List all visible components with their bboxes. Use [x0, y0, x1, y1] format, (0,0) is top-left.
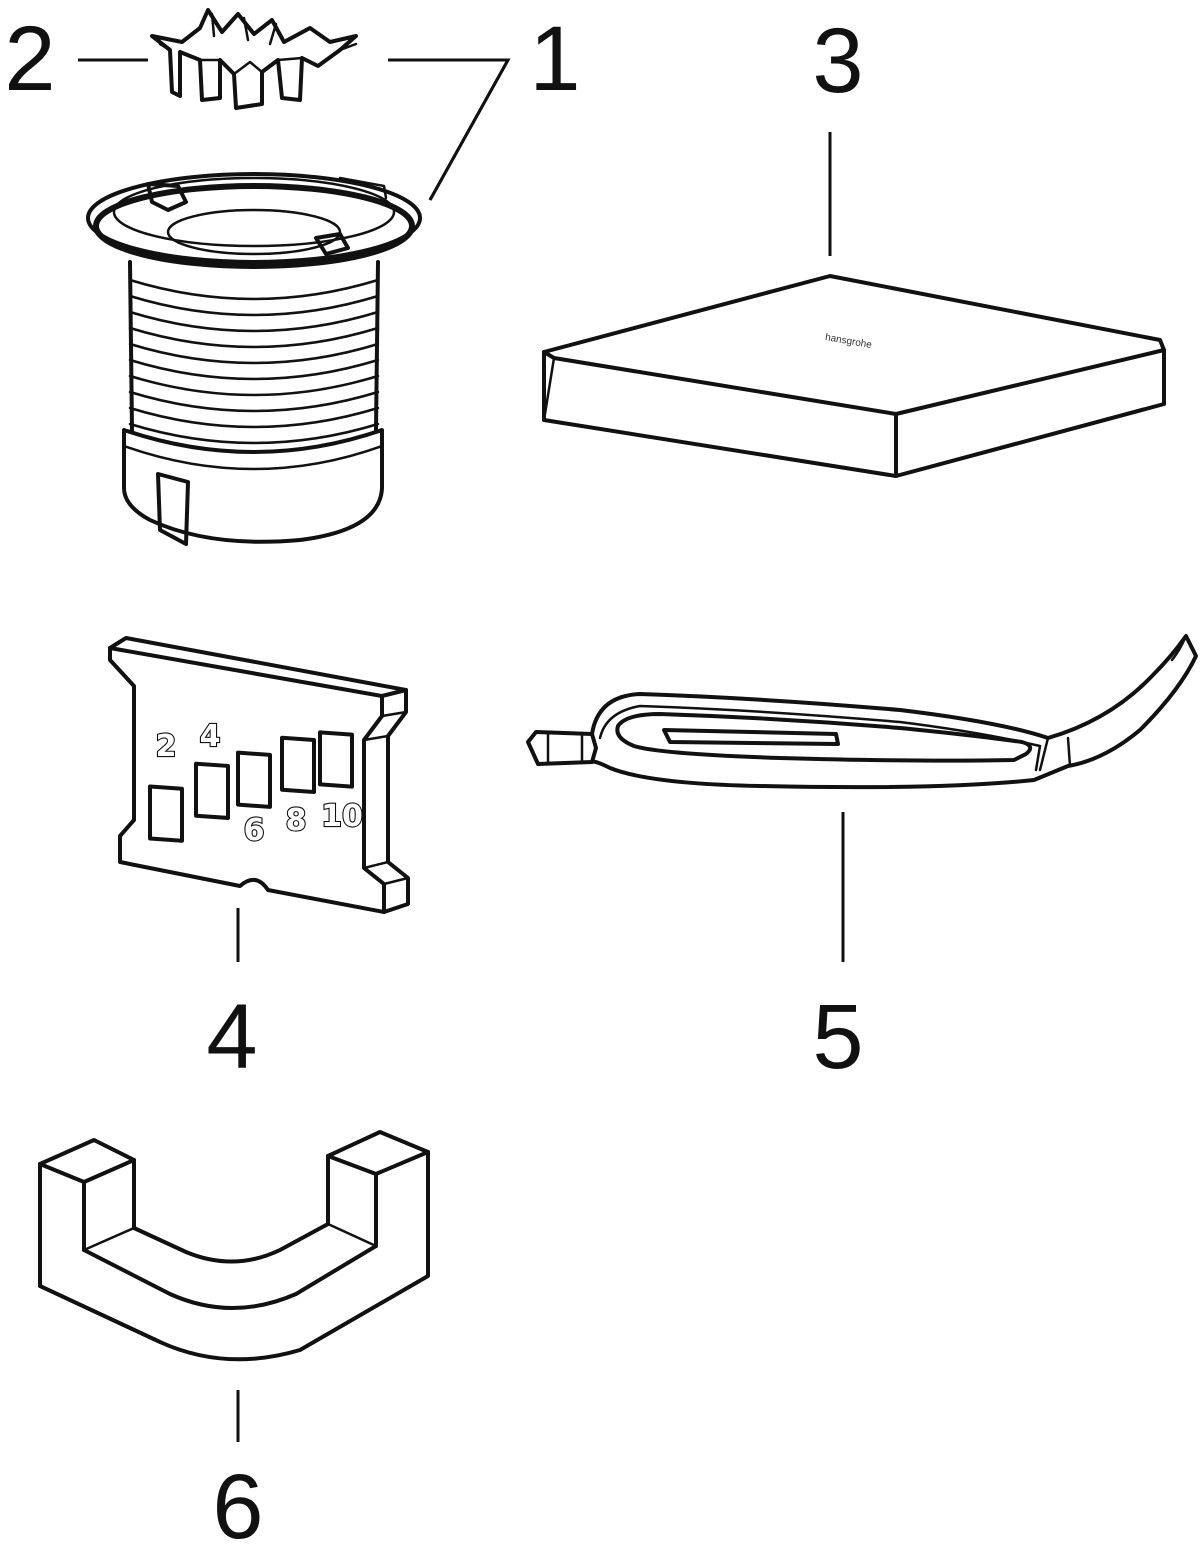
callout-3: 3: [812, 10, 863, 112]
callout-5: 5: [812, 986, 863, 1088]
gauge-mark-10: 10: [321, 799, 363, 834]
gauge-mark-4: 4: [200, 719, 221, 754]
u-spacer-part: [38, 1130, 430, 1362]
callout-6: 6: [212, 1456, 263, 1546]
leader-1-body: [428, 59, 510, 201]
gauge-slot-4: [194, 761, 230, 820]
gauge-slot-8: [280, 735, 316, 794]
star-strainer-part: [150, 8, 358, 110]
brand-mark: hansgrohe: [824, 332, 873, 351]
gauge-slot-6: [236, 750, 272, 809]
leader-1-strainer: [388, 58, 511, 201]
callout-1: 1: [529, 8, 580, 110]
leader-lines: [78, 58, 845, 1442]
gauge-mark-2: 2: [156, 729, 177, 764]
spacer-gauge-part: 2 4 6 8 10: [108, 636, 410, 914]
callout-2: 2: [4, 8, 55, 110]
drain-body-part: [86, 172, 422, 546]
callout-4: 4: [206, 986, 257, 1088]
gauge-mark-6: 6: [244, 813, 265, 848]
gauge-slot-2: [148, 784, 184, 843]
gauge-slot-10: [318, 730, 354, 789]
gauge-mark-8: 8: [286, 803, 307, 838]
key-tool-part: [526, 634, 1198, 790]
cover-plate-part: hansgrohe: [542, 274, 1166, 478]
